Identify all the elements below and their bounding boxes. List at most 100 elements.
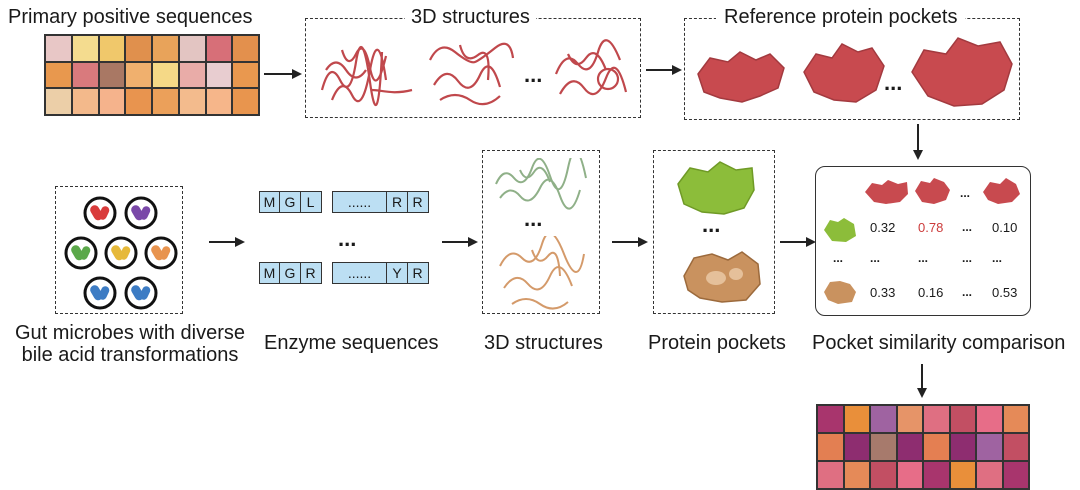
- result-heatmap-cell: [896, 461, 923, 489]
- primary-heatmap-cell: [98, 88, 126, 115]
- primary-heatmap-cell: [45, 88, 72, 115]
- purple-bacteria-icon: [124, 196, 158, 230]
- result-heatmap-cell: [949, 433, 976, 461]
- primary-heatmap-cell: [178, 88, 206, 115]
- primary-sequences-label: Primary positive sequences: [8, 6, 253, 28]
- score-row1-0: 0.32: [870, 220, 896, 235]
- arrow-to-enzymes: [209, 237, 245, 247]
- gut-microbes-label: Gut microbes with diverse bile acid tran…: [0, 322, 260, 366]
- red-bacteria-icon: [83, 196, 117, 230]
- arrow-to-protein-pockets: [612, 237, 648, 247]
- reference-pocket-3: [911, 37, 1013, 107]
- score-row3-0: 0.33: [870, 285, 896, 300]
- blue-bacteria-icon: [83, 276, 117, 310]
- residue-1: G: [279, 191, 301, 213]
- score-row3-2: ...: [962, 285, 973, 299]
- result-heatmap-cell: [976, 461, 1003, 489]
- result-heatmap-cell: [1002, 433, 1029, 461]
- result-heatmap-cell: [817, 461, 844, 489]
- primary-heatmap-cell: [125, 61, 152, 89]
- result-heatmap-cell: [896, 433, 923, 461]
- pockets-ellipsis-2: ...: [702, 212, 721, 237]
- primary-heatmap-cell: [152, 35, 179, 62]
- result-heatmap-cell: [976, 433, 1003, 461]
- residue-4: R: [386, 191, 408, 213]
- primary-heatmap-cell: [232, 35, 259, 62]
- enzyme-sequences-label: Enzyme sequences: [264, 332, 439, 354]
- blue-bacteria-icon: [124, 276, 158, 310]
- structures-ellipsis: ...: [524, 62, 543, 87]
- comparison-header-pocket-3: [983, 178, 1020, 204]
- pockets-ellipsis: ...: [884, 70, 903, 95]
- primary-sequences-heatmap: [44, 34, 260, 116]
- residue-4: Y: [386, 262, 408, 284]
- primary-heatmap-cell: [178, 61, 206, 89]
- reference-pocket-1: [697, 51, 785, 103]
- primary-heatmap-cell: [205, 35, 233, 62]
- arrow-to-structures: [264, 69, 302, 79]
- enzyme-ellipsis: ...: [338, 226, 357, 251]
- result-heatmap-cell: [1002, 405, 1029, 433]
- residue-5: R: [406, 262, 429, 284]
- predicted-structure-green: [495, 158, 587, 210]
- protein-pockets-label: Protein pockets: [648, 332, 786, 354]
- orange-bacteria-icon: [144, 236, 178, 270]
- primary-heatmap-cell: [98, 35, 126, 62]
- arrow-down-to-result: [917, 364, 927, 398]
- residue-2: R: [299, 262, 322, 284]
- reference-structure-2: [429, 42, 515, 106]
- yellow-bacteria-icon: [104, 236, 138, 270]
- predicted-structure-tan: [499, 236, 585, 310]
- primary-heatmap-cell: [232, 61, 259, 89]
- result-heatmap-cell: [923, 461, 950, 489]
- comparison-row-ellipsis: ...: [833, 251, 844, 265]
- reference-pockets-label: Reference protein pockets: [716, 6, 966, 29]
- pocket-green: [677, 161, 755, 215]
- result-heatmap-cell: [817, 405, 844, 433]
- reference-structure-1: [320, 46, 413, 106]
- result-heatmap-cell: [949, 405, 976, 433]
- score-row2-1: ...: [918, 251, 929, 265]
- gut-microbes-label-line2: bile acid transformations: [21, 344, 239, 366]
- primary-heatmap-cell: [232, 88, 259, 115]
- score-row1-1: 0.78: [918, 220, 944, 235]
- primary-heatmap-cell: [125, 88, 152, 115]
- result-heatmap-cell: [870, 461, 897, 489]
- score-row1-3: 0.10: [992, 220, 1018, 235]
- result-heatmap-cell: [843, 405, 870, 433]
- result-heatmap-cell: [949, 461, 976, 489]
- green-bacteria-icon: [64, 236, 98, 270]
- residue-5: R: [406, 191, 429, 213]
- result-heatmap-cell: [1002, 461, 1029, 489]
- result-heatmap: [816, 404, 1030, 490]
- residue-3: ......: [331, 262, 388, 284]
- score-row2-0: ...: [870, 251, 881, 265]
- primary-heatmap-cell: [152, 61, 179, 89]
- primary-heatmap-cell: [205, 61, 233, 89]
- result-heatmap-cell: [923, 433, 950, 461]
- score-row2-2: ...: [962, 251, 973, 265]
- predicted-structures-label: 3D structures: [484, 332, 603, 354]
- result-heatmap-cell: [843, 461, 870, 489]
- comparison-header-pocket-2: [915, 178, 950, 204]
- comparison-label: Pocket similarity comparison: [812, 332, 1066, 354]
- arrow-to-predicted-structures: [442, 237, 478, 247]
- comparison-header-ellipsis: ...: [960, 186, 971, 200]
- result-heatmap-cell: [923, 405, 950, 433]
- score-row1-2: ...: [962, 220, 973, 234]
- primary-heatmap-cell: [152, 88, 179, 115]
- result-heatmap-cell: [976, 405, 1003, 433]
- reference-structures-box: [305, 18, 641, 118]
- pocket-tan: [683, 251, 761, 303]
- score-row2-3: ...: [992, 251, 1003, 265]
- arrow-to-pockets: [646, 65, 682, 75]
- reference-pocket-2: [803, 43, 885, 103]
- arrow-down-to-comparison: [913, 124, 923, 160]
- residue-0: M: [258, 262, 281, 284]
- primary-heatmap-cell: [205, 88, 233, 115]
- residue-1: G: [279, 262, 301, 284]
- reference-structures-label: 3D structures: [405, 6, 536, 29]
- result-heatmap-cell: [843, 433, 870, 461]
